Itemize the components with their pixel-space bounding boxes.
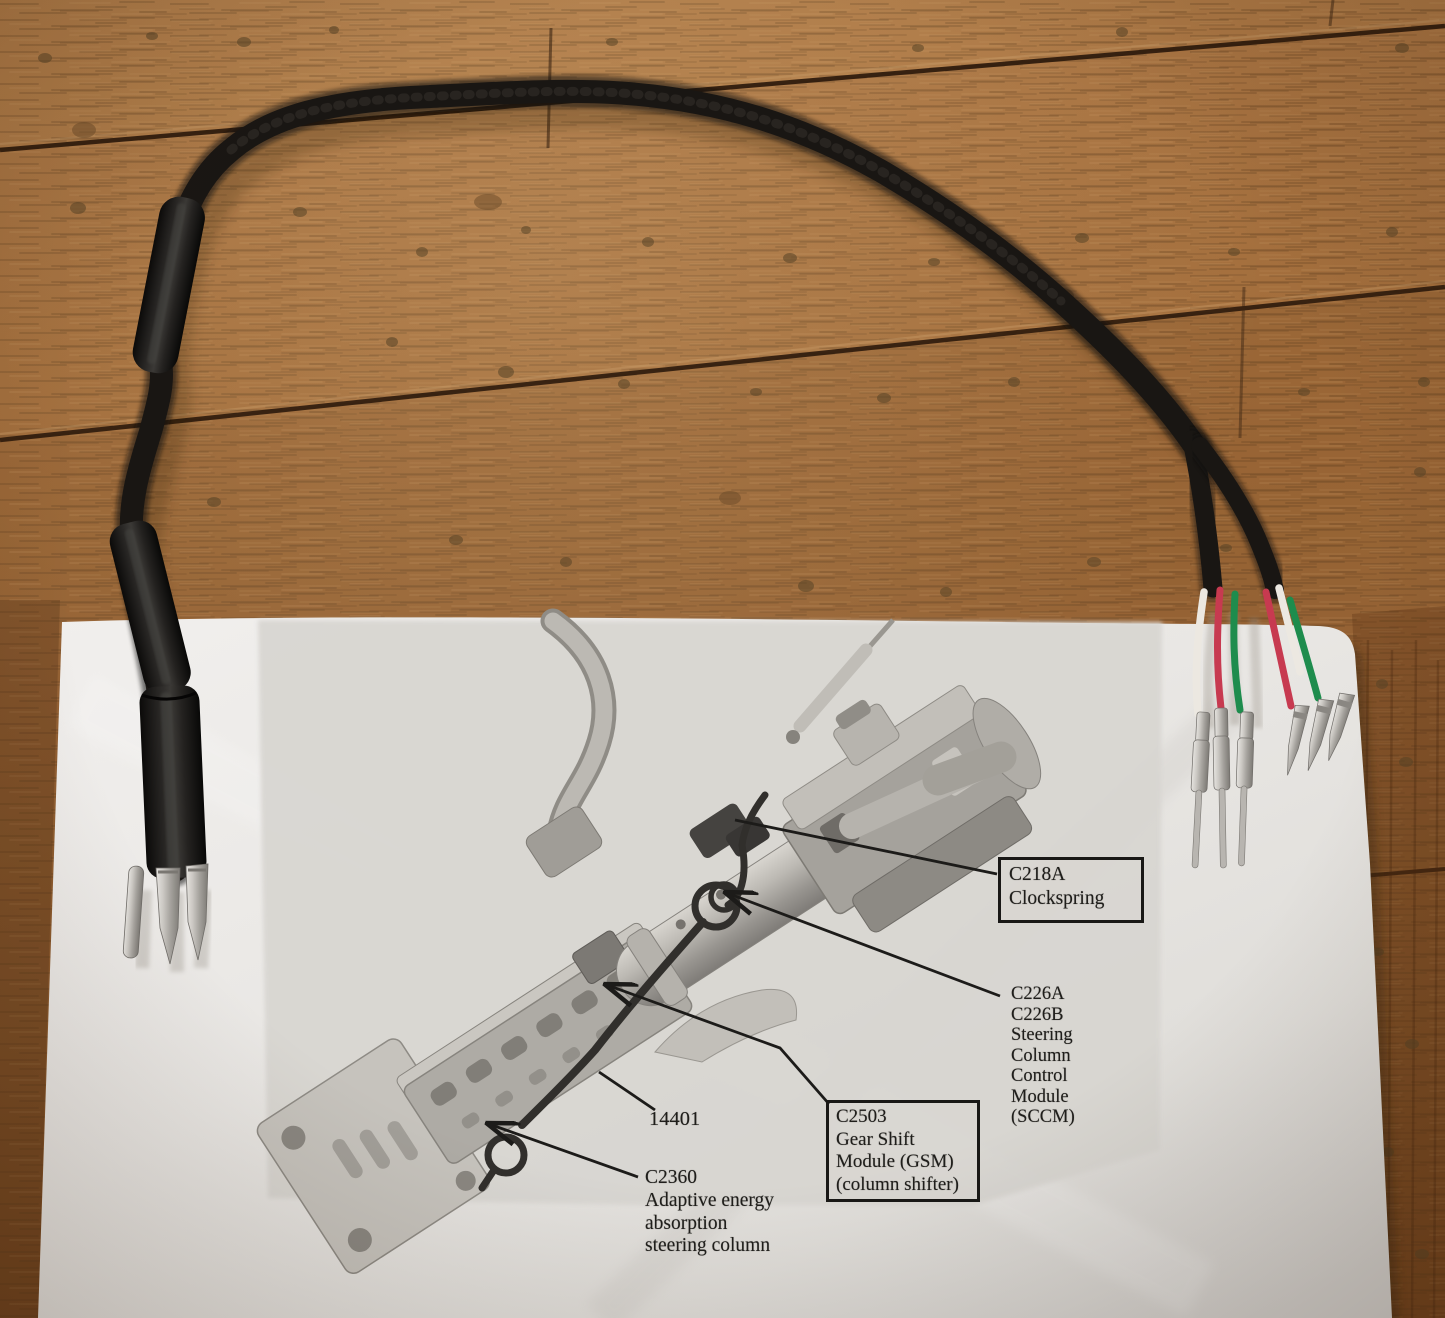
label-line: C2360	[645, 1167, 698, 1188]
label-14401: 14401	[649, 1108, 700, 1131]
label-line: Adaptive energy	[645, 1189, 775, 1211]
label-line: C2503	[836, 1106, 887, 1127]
label-line: Column	[1011, 1045, 1071, 1066]
label-line: C218A	[1009, 864, 1066, 885]
label-line: (column shifter)	[836, 1173, 959, 1195]
label-c2503-gsm: C2503 Gear Shift Module (GSM) (column sh…	[826, 1100, 980, 1202]
label-line: Clockspring	[1009, 888, 1105, 909]
label-line: 14401	[649, 1108, 701, 1130]
label-line: Control	[1011, 1066, 1068, 1086]
label-c2360: C2360 Adaptive energy absorption steerin…	[645, 1167, 774, 1258]
label-line: Module	[1011, 1086, 1069, 1107]
label-line: absorption	[645, 1212, 728, 1234]
label-line: Gear Shift	[836, 1128, 915, 1150]
label-line: (SCCM)	[1011, 1107, 1075, 1127]
label-line: steering column	[645, 1235, 771, 1257]
label-c218a-clockspring: C218A Clockspring	[998, 857, 1144, 923]
label-line: C226A	[1011, 984, 1065, 1004]
label-line: Steering	[1011, 1025, 1073, 1045]
label-sccm: C226A C226B Steering Column Control Modu…	[1011, 984, 1075, 1128]
label-line: Module (GSM)	[836, 1151, 954, 1172]
label-line: C226B	[1011, 1004, 1064, 1025]
